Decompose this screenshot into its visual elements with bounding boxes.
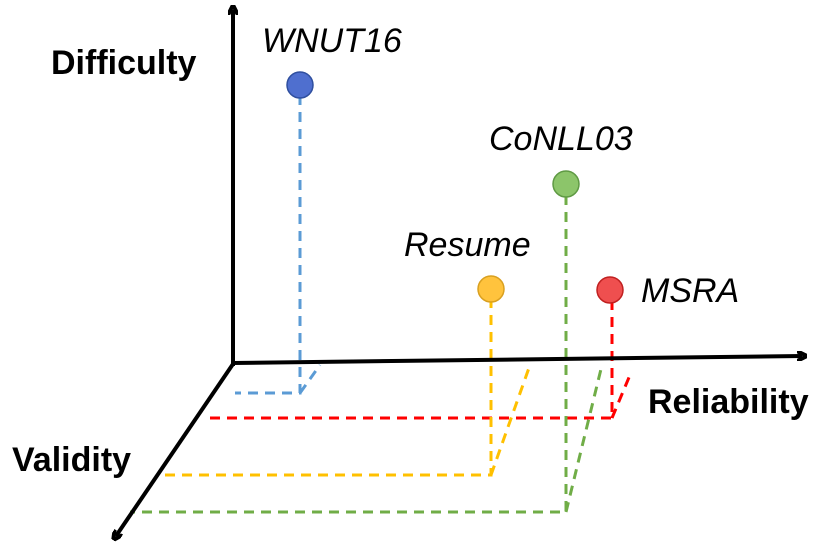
resume-point (477, 275, 505, 303)
wnut16-drop-line (235, 95, 322, 395)
msra-point (596, 276, 624, 304)
msra-drop-line (210, 300, 632, 420)
conll03-point (552, 170, 580, 198)
resume-label: Resume (404, 226, 531, 264)
reliability-axis-label: Reliability (648, 383, 809, 421)
msra-label: MSRA (641, 272, 739, 310)
conll03-label: CoNLL03 (489, 120, 633, 158)
difficulty-axis-label: Difficulty (51, 44, 197, 82)
resume-drop-line (160, 298, 532, 477)
reliability-axis (232, 356, 802, 365)
validity-axis (116, 362, 235, 536)
wnut16-label: WNUT16 (262, 22, 402, 60)
wnut16-point (286, 71, 314, 99)
validity-axis-label: Validity (12, 441, 131, 479)
conll03-drop-line (130, 195, 604, 514)
